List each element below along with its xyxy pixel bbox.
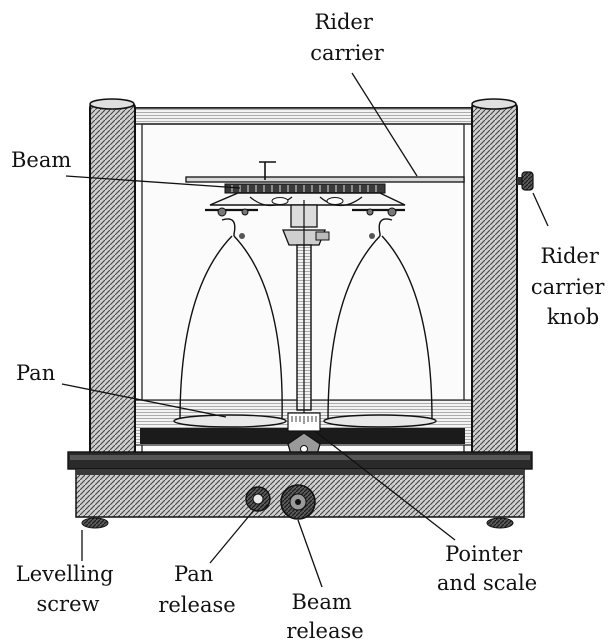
label-pan: Pan [16, 361, 55, 385]
leader-beam-release [297, 519, 323, 588]
leader-rider-carrier-knob [532, 192, 549, 227]
label-beam: Beam [11, 148, 71, 172]
label-rider-carrier: Rider carrier [310, 10, 385, 65]
leader-pointer-and-scale [315, 431, 456, 541]
leader-pan-release [209, 509, 255, 564]
pan-release-knob [245, 486, 271, 512]
leader-pan [61, 383, 227, 418]
beam-release-knob [280, 484, 316, 520]
rider-carrier-rod [185, 176, 465, 183]
beam [205, 161, 406, 239]
leader-beam [65, 175, 241, 189]
leader-lines [61, 72, 549, 588]
levelling-screw-left [81, 517, 109, 529]
label-rider-carrier-knob: Rider carrier knob [531, 244, 611, 329]
label-beam-release: Beam release [286, 590, 363, 642]
right-pan [323, 218, 437, 428]
label-pointer-and-scale: Pointer and scale [437, 542, 537, 595]
left-column [89, 98, 136, 465]
label-levelling-screw: Levelling screw [16, 562, 120, 616]
rider-carrier-knob [517, 171, 534, 191]
levelling-screw-right [486, 517, 514, 529]
label-pan-release: Pan release [158, 562, 235, 617]
right-column [471, 98, 518, 465]
left-pan [173, 218, 287, 428]
leader-rider-carrier [351, 72, 418, 177]
